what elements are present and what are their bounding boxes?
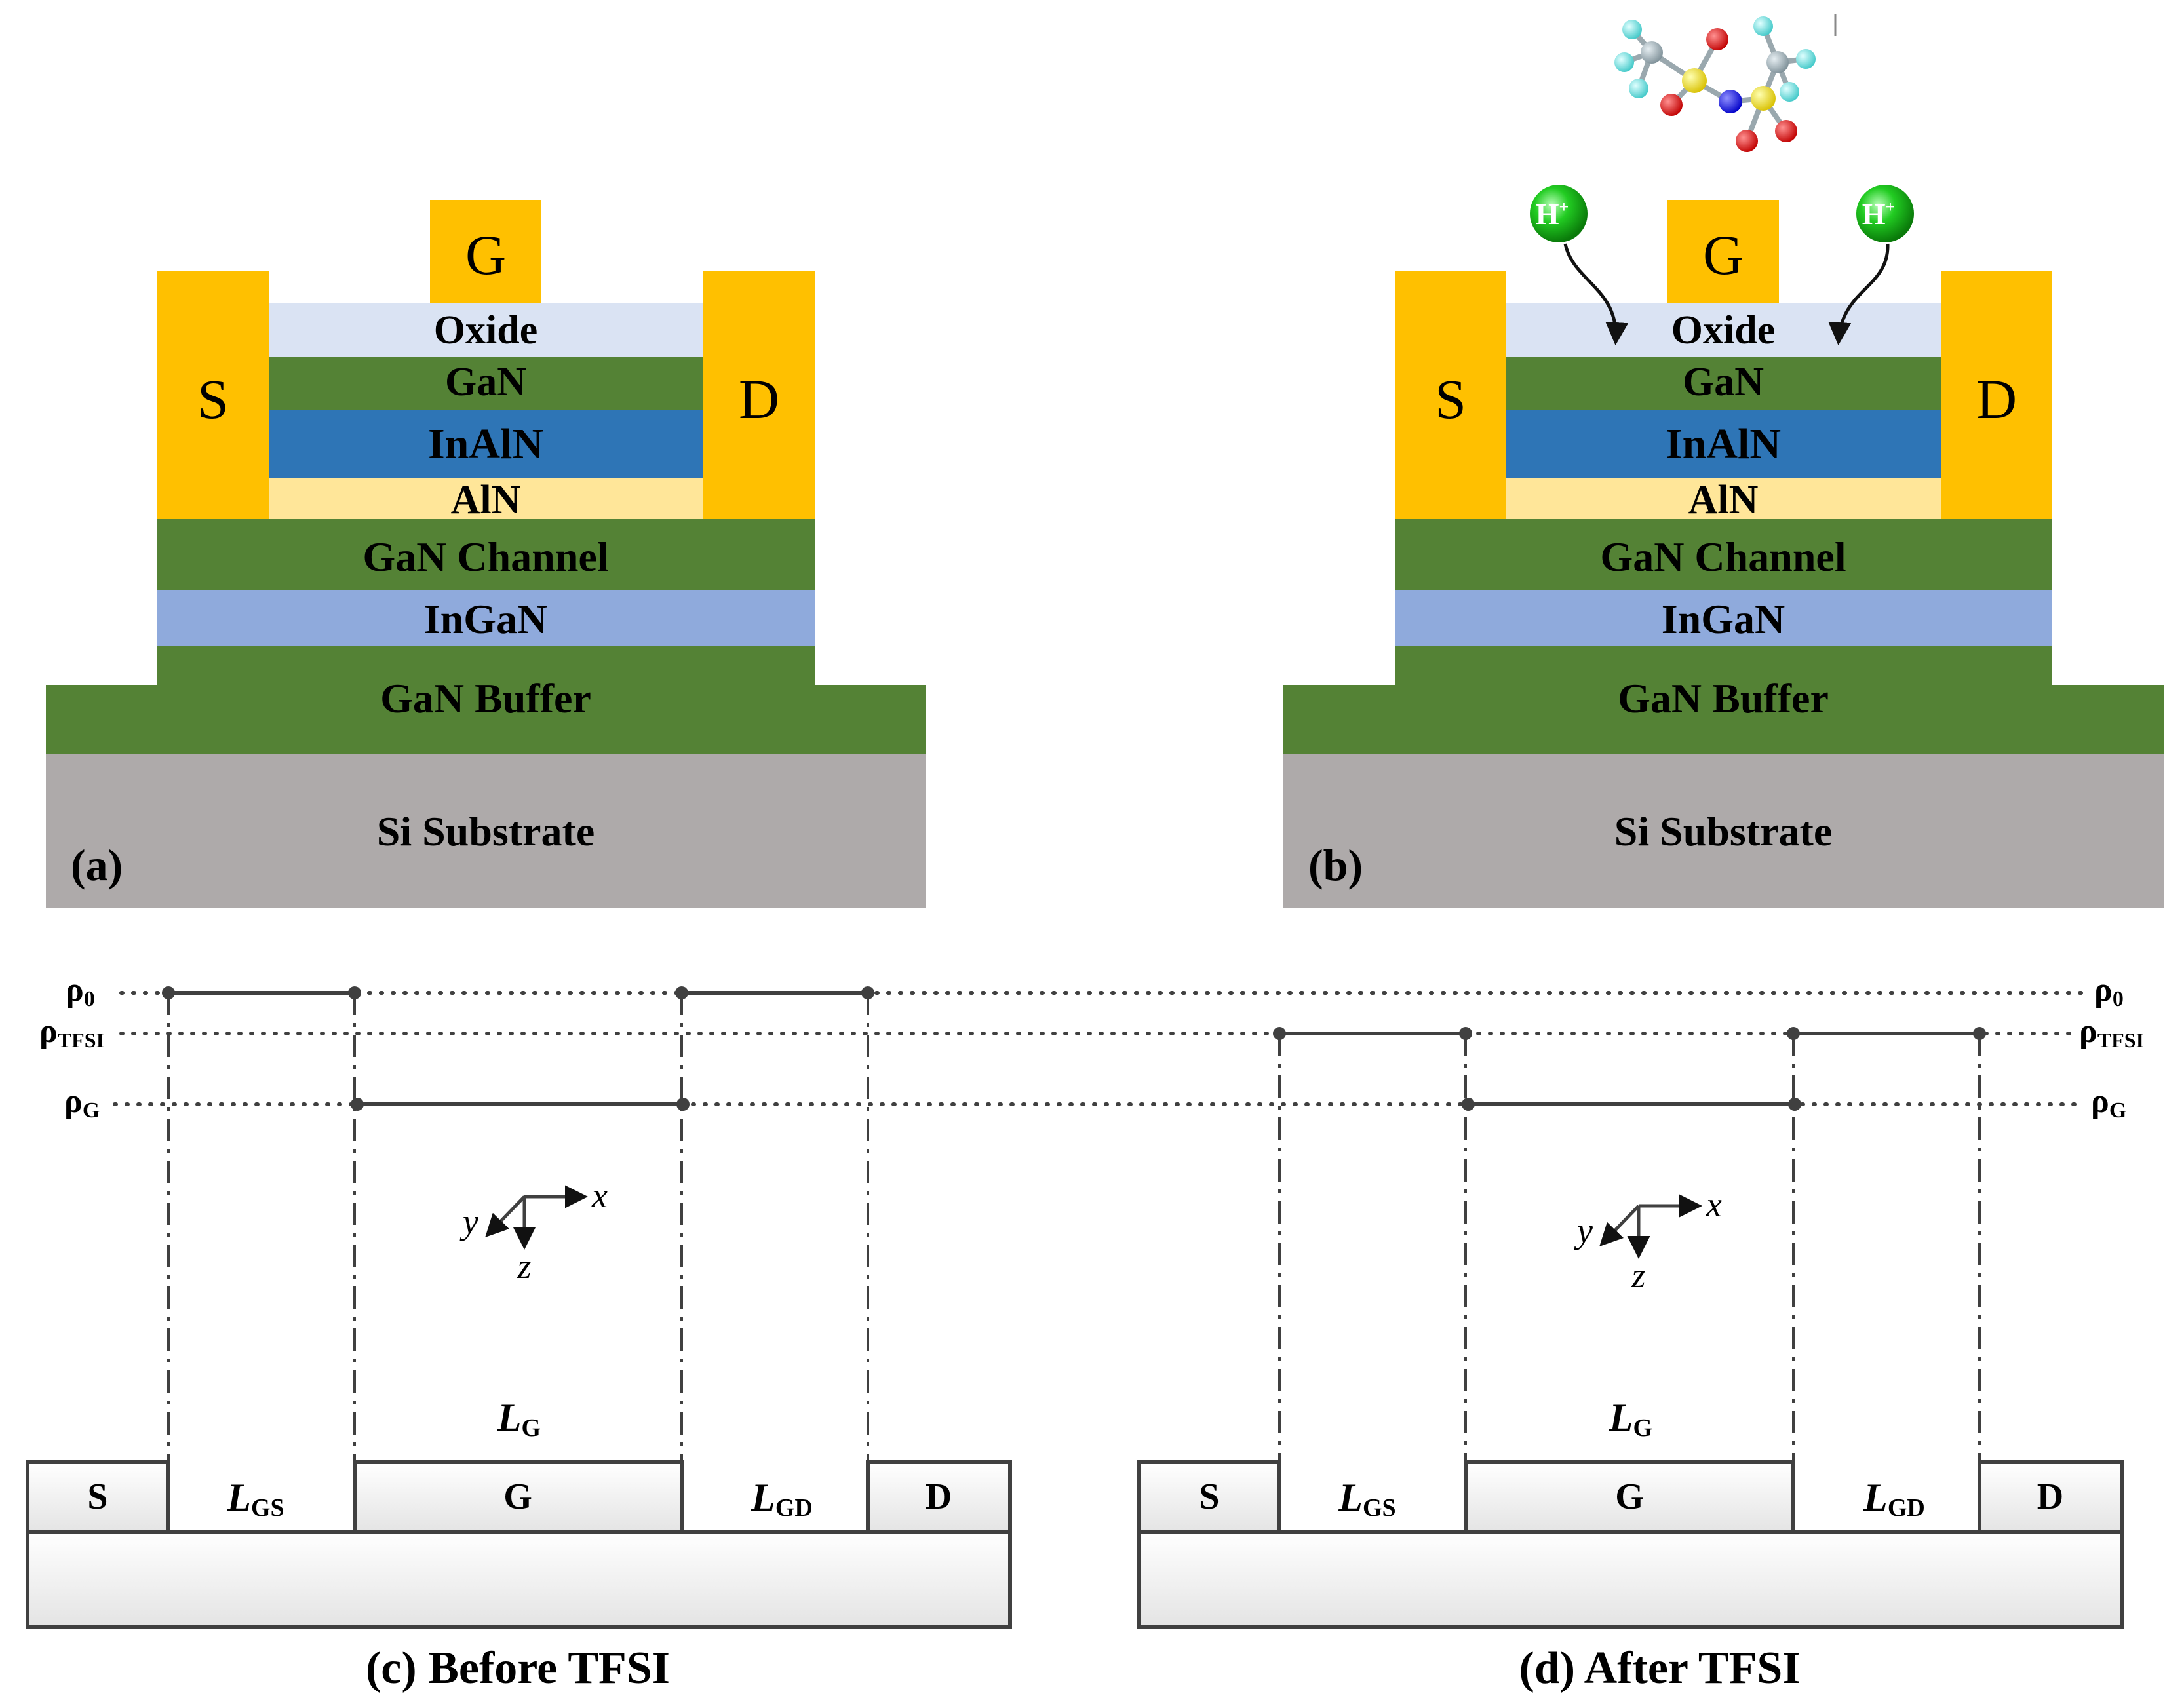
ion-label: H+ bbox=[1862, 197, 1896, 231]
axis-z-label: z bbox=[1631, 1256, 1645, 1295]
aln-layer bbox=[269, 478, 703, 519]
gate-label: G bbox=[1615, 1477, 1644, 1517]
rhog-label-right: ρG bbox=[2091, 1083, 2126, 1123]
gan-label: GaN bbox=[445, 360, 526, 404]
rhotfsi-label-right: ρTFSI bbox=[2079, 1013, 2144, 1052]
ingan-label: InGaN bbox=[1662, 596, 1785, 642]
ion-arrow-icon bbox=[1563, 243, 1629, 345]
gate-label: G bbox=[1703, 223, 1744, 286]
gan-cap-layer bbox=[1506, 357, 1941, 410]
lgd-label: LGD bbox=[751, 1476, 813, 1522]
gate-label: G bbox=[503, 1477, 532, 1517]
source-contact bbox=[157, 271, 269, 519]
axis-y-label: y bbox=[459, 1202, 478, 1241]
device-base bbox=[26, 1530, 1012, 1629]
device-base bbox=[1137, 1530, 2124, 1629]
inaln-layer bbox=[1506, 410, 1941, 478]
drain-label: D bbox=[926, 1477, 952, 1517]
gate-contact bbox=[1667, 200, 1779, 303]
axis-x-label: x bbox=[1706, 1185, 1722, 1224]
panel-d: S G D LGS LGD LG x y z (d) After TFSI bbox=[1137, 1034, 2124, 1693]
coordinate-axes-icon bbox=[485, 1185, 588, 1250]
axis-x-label: x bbox=[591, 1176, 608, 1215]
gan-channel-label: GaN Channel bbox=[1600, 533, 1846, 580]
panel-a-tag: (a) bbox=[71, 840, 123, 890]
axis-z-label: z bbox=[517, 1246, 531, 1286]
panel-b: G S D Oxide GaN InAlN AlN GaN Channel In… bbox=[1283, 14, 2164, 908]
density-level-lines: ρ0 ρTFSI ρG ρ0 ρTFSI ρG bbox=[39, 971, 2144, 1123]
rho0-label-right: ρ0 bbox=[2094, 971, 2124, 1011]
gan-channel-layer bbox=[157, 519, 815, 590]
inaln-label: InAlN bbox=[1666, 420, 1781, 468]
inaln-label: InAlN bbox=[428, 420, 543, 468]
gan-channel-layer bbox=[1395, 519, 2052, 590]
gan-buffer-label: GaN Buffer bbox=[380, 675, 591, 722]
gate-label: G bbox=[465, 223, 506, 286]
si-substrate-label: Si Substrate bbox=[1614, 808, 1833, 855]
aln-label: AlN bbox=[1688, 478, 1759, 522]
ion-sphere-icon bbox=[1856, 185, 1914, 242]
source-label: S bbox=[1199, 1477, 1219, 1517]
tfsi-molecule-icon bbox=[1614, 14, 1837, 152]
oxide-label: Oxide bbox=[1671, 308, 1775, 353]
gan-buffer-label: GaN Buffer bbox=[1618, 675, 1829, 722]
source-block bbox=[1137, 1460, 1281, 1534]
gan-cap-layer bbox=[269, 357, 703, 410]
panel-a: G S D Oxide GaN InAlN AlN GaN Channel In… bbox=[46, 200, 926, 908]
panel-c-caption: (c) Before TFSI bbox=[366, 1643, 670, 1693]
lgs-label: LGS bbox=[1338, 1476, 1395, 1522]
oxide-layer bbox=[269, 303, 703, 357]
rho0-label-left: ρ0 bbox=[66, 971, 95, 1011]
lgs-label: LGS bbox=[226, 1476, 284, 1522]
ion-arrow-icon bbox=[1828, 243, 1890, 345]
rhotfsi-label-left: ρTFSI bbox=[39, 1013, 104, 1052]
gan-buffer-mesa bbox=[157, 646, 815, 686]
gate-block bbox=[1464, 1460, 1795, 1534]
drain-contact bbox=[703, 271, 815, 519]
aln-label: AlN bbox=[451, 478, 521, 522]
lgd-label: LGD bbox=[1863, 1476, 1925, 1522]
drain-block bbox=[1978, 1460, 2124, 1534]
axis-y-label: y bbox=[1574, 1211, 1593, 1250]
gate-contact bbox=[430, 200, 541, 303]
ingan-label: InGaN bbox=[424, 596, 548, 642]
panel-b-tag: (b) bbox=[1308, 840, 1363, 890]
panel-d-caption: (d) After TFSI bbox=[1519, 1643, 1800, 1693]
gan-channel-label: GaN Channel bbox=[362, 533, 608, 580]
drain-label: D bbox=[1976, 368, 2017, 431]
ingan-layer bbox=[157, 590, 815, 646]
coordinate-axes-icon bbox=[1599, 1194, 1702, 1259]
hydrogen-ion-right: H+ bbox=[1828, 185, 1914, 345]
ion-label: H+ bbox=[1536, 197, 1569, 231]
gan-buffer-base bbox=[1283, 685, 2164, 754]
source-label: S bbox=[1435, 368, 1466, 431]
panel-c: S G D LGS LGD LG x y z (c) Before TFSI bbox=[26, 993, 1012, 1693]
source-label: S bbox=[197, 368, 229, 431]
source-contact bbox=[1395, 271, 1506, 519]
lg-label: LG bbox=[497, 1396, 541, 1442]
gan-buffer-base bbox=[46, 685, 926, 754]
drain-label: D bbox=[739, 368, 779, 431]
source-block bbox=[26, 1460, 170, 1534]
oxide-label: Oxide bbox=[434, 308, 537, 353]
ingan-layer bbox=[1395, 590, 2052, 646]
lg-label: LG bbox=[1609, 1396, 1652, 1442]
drain-label: D bbox=[2037, 1477, 2063, 1517]
ion-sphere-icon bbox=[1530, 185, 1588, 242]
si-substrate-layer bbox=[46, 754, 926, 908]
aln-layer bbox=[1506, 478, 1941, 519]
drain-contact bbox=[1941, 271, 2052, 519]
hydrogen-ion-left: H+ bbox=[1530, 185, 1629, 345]
si-substrate-layer bbox=[1283, 754, 2164, 908]
source-label: S bbox=[87, 1477, 107, 1517]
gate-block bbox=[353, 1460, 684, 1534]
gan-buffer-mesa bbox=[1395, 646, 2052, 686]
drain-block bbox=[866, 1460, 1012, 1534]
rhog-label-left: ρG bbox=[64, 1083, 100, 1123]
gan-label: GaN bbox=[1683, 360, 1764, 404]
inaln-layer bbox=[269, 410, 703, 478]
si-substrate-label: Si Substrate bbox=[377, 808, 595, 855]
oxide-layer bbox=[1506, 303, 1941, 357]
